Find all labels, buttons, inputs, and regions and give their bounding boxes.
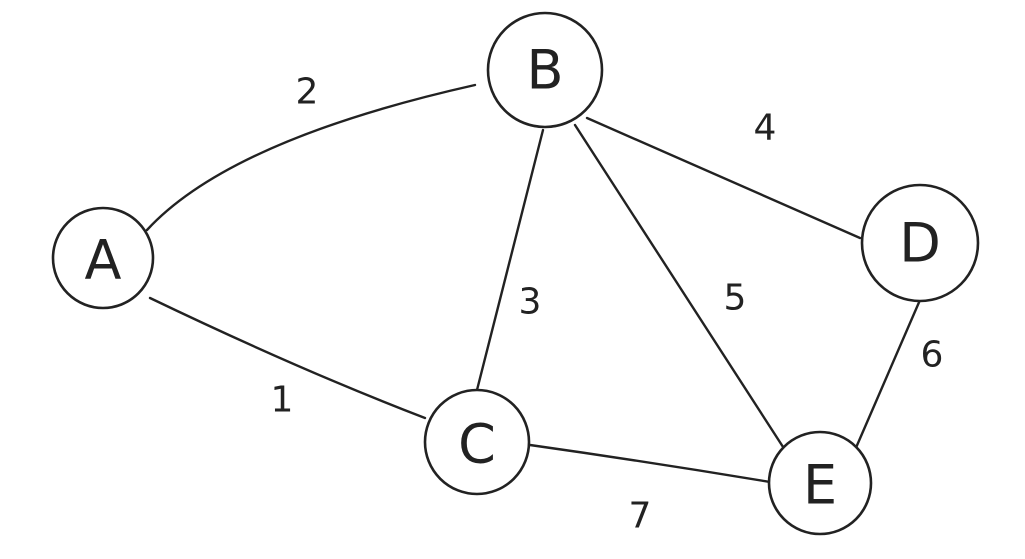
edges-layer: [145, 83, 922, 484]
node-c: C: [423, 388, 531, 496]
node-b-circle: [486, 11, 604, 129]
edge-d-e-weight: 6: [921, 335, 944, 376]
nodes-layer: A B C D E: [51, 11, 980, 536]
node-d-label: D: [899, 212, 941, 275]
node-c-label: C: [458, 413, 496, 476]
edge-a-b: [145, 83, 477, 232]
node-b: B: [486, 11, 604, 129]
edge-a-c-weight: 1: [271, 380, 294, 421]
edge-d-e: [853, 298, 922, 452]
weights-layer: 2 1 3 4 5 6 7: [271, 72, 944, 537]
node-c-circle: [423, 388, 531, 496]
node-e: E: [767, 430, 873, 536]
edge-b-e-weight: 5: [724, 278, 747, 319]
edge-b-c: [475, 128, 545, 392]
edge-b-c-weight: 3: [519, 282, 542, 323]
edge-b-d-weight: 4: [754, 108, 777, 149]
edge-a-b-weight: 2: [296, 72, 319, 113]
node-b-label: B: [526, 39, 563, 102]
edge-a-c: [148, 296, 427, 420]
edge-c-e-weight: 7: [629, 496, 652, 537]
edge-c-e: [528, 443, 772, 484]
edge-b-d: [585, 116, 862, 240]
node-a-circle: [51, 206, 155, 310]
node-e-label: E: [803, 454, 837, 517]
node-d-circle: [860, 183, 980, 303]
edge-b-e: [573, 123, 787, 452]
node-d: D: [860, 183, 980, 303]
node-a: A: [51, 206, 155, 310]
node-e-circle: [767, 430, 873, 536]
node-a-label: A: [85, 229, 122, 292]
